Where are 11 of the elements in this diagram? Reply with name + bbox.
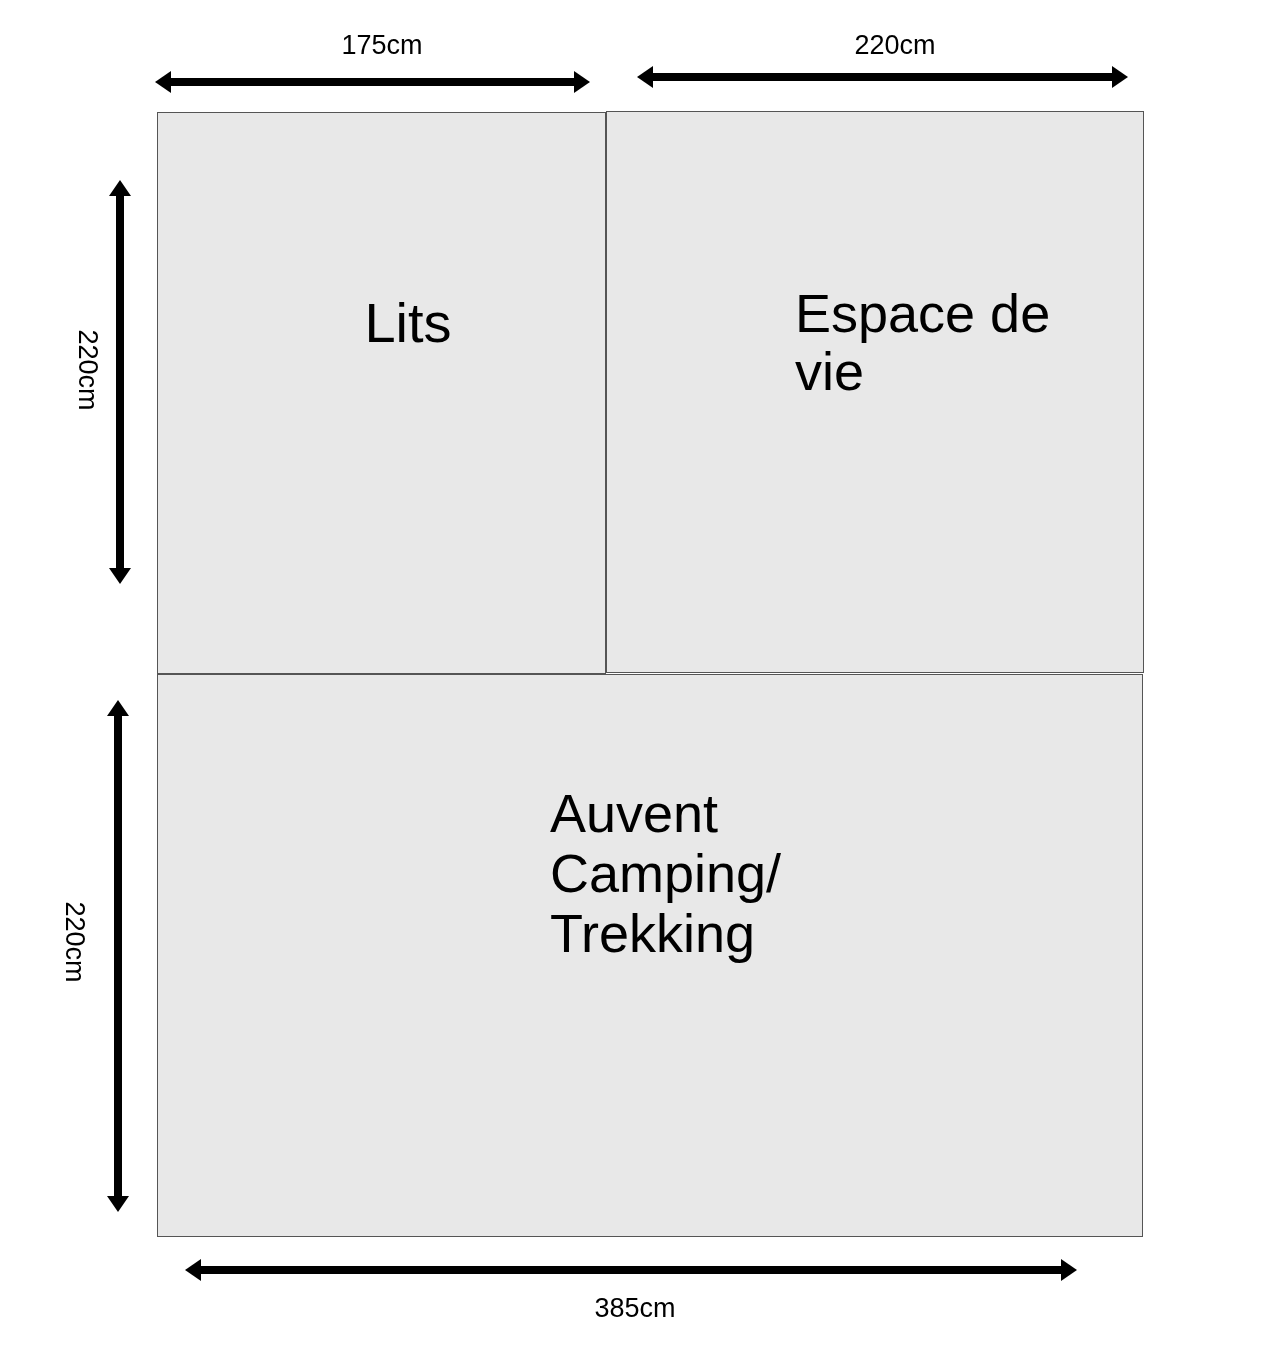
- dimension-label: 220cm: [60, 901, 90, 983]
- dimension-label: 175cm: [341, 30, 423, 60]
- area-box: [157, 674, 1143, 1237]
- area-label: Auvent Camping/ Trekking: [550, 783, 783, 963]
- dimension-label: 220cm: [854, 30, 936, 60]
- dimension-label: 385cm: [594, 1293, 676, 1323]
- area-label: Lits: [363, 293, 453, 353]
- dimension-label: 220cm: [73, 329, 103, 411]
- area-label: Espace de vie: [795, 284, 1052, 400]
- area-box: [157, 112, 606, 674]
- area-box: [606, 111, 1144, 673]
